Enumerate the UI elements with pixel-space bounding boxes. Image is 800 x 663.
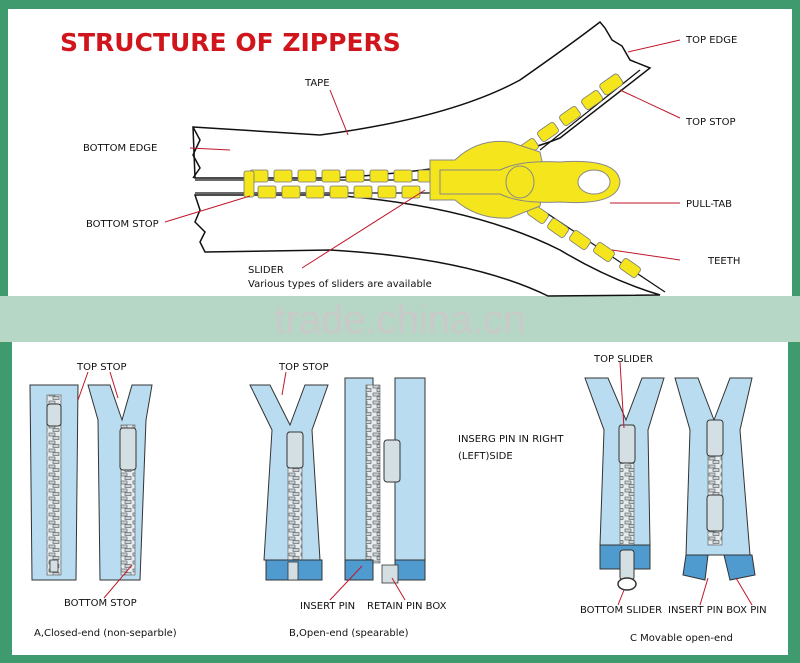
zipper-type-b [249,371,426,601]
type-c-label-bottom-slider: BOTTOM SLIDER [580,605,662,616]
type-b-pin-note-line1: INSERG PIN IN RIGHT [458,434,564,445]
bottom-stop [243,170,255,198]
label-slider: SLIDER [248,265,284,276]
type-c-caption: C Movable open-end [630,633,733,644]
type-c-label-top-slider: TOP SLIDER [593,354,653,365]
type-a-slider-2 [119,427,137,471]
pull-tab-hole [577,169,611,195]
large-zipper-illustration [192,20,666,297]
type-c-top-slider-1 [618,424,636,464]
label-pull-tab: PULL-TAB [686,199,732,210]
type-b-label-insert-pin: INSERT PIN [300,601,355,612]
watermark-band [0,296,800,342]
top-leader-lines [164,39,681,269]
label-top-stop: TOP STOP [685,117,736,128]
type-c-top-slider-2 [706,419,724,457]
zipper-type-c [584,361,756,606]
label-slider-note: Various types of sliders are available [248,279,432,290]
type-b-slider-1 [286,431,304,469]
closed-teeth-row [249,169,437,199]
label-bottom-edge: BOTTOM EDGE [83,143,157,154]
bottom-edge-line [192,126,201,179]
type-b-slider-2 [383,439,401,483]
type-a-slider-1 [46,403,62,427]
zipper-type-a [29,371,153,599]
lower-tape [193,194,661,297]
type-b-pin-note-line2: (LEFT)SIDE [458,451,513,462]
type-b-label-retain-pin-box: RETAIN PIN BOX [367,601,447,612]
open-teeth-lower [527,204,641,278]
type-c-bottom-slider-2 [706,494,724,532]
label-bottom-stop: BOTTOM STOP [86,219,159,230]
type-c-label-insert-pin-box-pin: INSERT PIN BOX PIN [668,605,767,616]
watermark-text: trade.china.cn [274,298,525,342]
type-a-label-bottom-stop: BOTTOM STOP [64,598,137,609]
label-top-edge: TOP EDGE [685,35,737,46]
top-stop [599,73,624,96]
pull-tab [439,160,621,204]
label-tape: TAPE [304,78,330,89]
diagram-title: STRUCTURE OF ZIPPERS [60,28,401,57]
type-b-caption: B,Open-end (spearable) [289,628,409,639]
type-b-label-top-stop: TOP STOP [278,362,329,373]
label-teeth: TEETH [707,256,740,267]
type-a-caption: A,Closed-end (non-separble) [34,628,177,639]
type-a-label-top-stop: TOP STOP [76,362,127,373]
